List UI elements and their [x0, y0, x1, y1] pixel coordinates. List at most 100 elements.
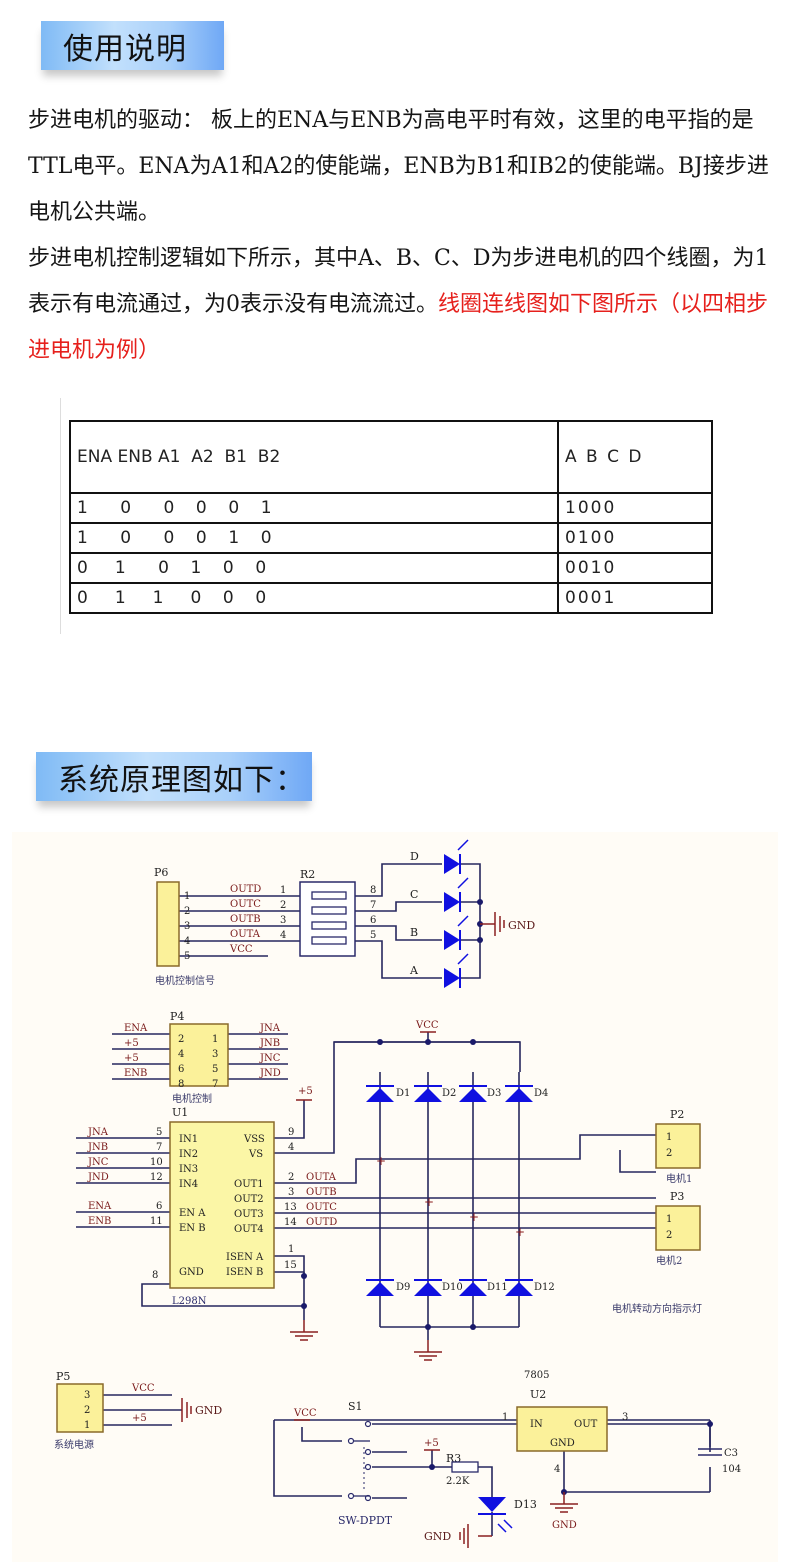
- svg-text:+: +: [515, 1225, 525, 1239]
- p4-connector: [169, 1023, 229, 1087]
- led-label: A: [409, 964, 419, 977]
- diode-d1: [365, 1085, 395, 1103]
- diode-d10: [413, 1279, 443, 1297]
- table-header-row: ENA ENB A1 A2 B1 B2 A B C D: [69, 420, 713, 494]
- p6-caption: 电机控制信号: [155, 974, 215, 987]
- net-label: +5: [132, 1413, 147, 1424]
- pin-label: 1: [84, 1420, 90, 1431]
- net-label: ENB: [88, 1216, 111, 1227]
- p2-ref: P2: [670, 1108, 684, 1121]
- pin-label: 9: [288, 1127, 294, 1138]
- net-label: OUTB: [306, 1187, 337, 1198]
- u1-l298n-chip: [169, 1121, 275, 1289]
- led-a: [443, 967, 461, 989]
- pin-label: 7: [156, 1142, 162, 1153]
- p4-caption: 电机控制: [172, 1092, 212, 1105]
- r3-value: 2.2K: [446, 1476, 470, 1487]
- pin-name: GND: [179, 1267, 204, 1278]
- row-outputs: 0010: [557, 552, 713, 584]
- pin-label: 2: [666, 1230, 672, 1241]
- pin-label: 2: [84, 1405, 90, 1416]
- pin-label: 6: [156, 1201, 162, 1212]
- pin-label: 1: [184, 891, 190, 902]
- diode-label: D1: [396, 1088, 410, 1099]
- net-label: JNA: [259, 1023, 281, 1034]
- section-title-instructions: 使用说明: [41, 21, 224, 70]
- diode-label: D3: [487, 1088, 501, 1099]
- pin-name: OUT4: [234, 1224, 264, 1235]
- svg-text:+: +: [424, 1195, 434, 1209]
- row-outputs: 1000: [557, 492, 713, 524]
- net-label: OUTA: [306, 1172, 337, 1183]
- diode-d9: [365, 1279, 395, 1297]
- gnd-label: GND: [508, 919, 535, 932]
- net-label: +5: [124, 1038, 139, 1049]
- s1-ref: S1: [348, 1400, 363, 1413]
- pin-name: ISEN B: [226, 1267, 263, 1278]
- control-logic-paragraph: 步进电机控制逻辑如下所示，其中A、B、C、D为步进电机的四个线圈，为1表示有电流…: [28, 236, 783, 374]
- svg-text:+: +: [376, 1154, 386, 1168]
- u2-part: 7805: [524, 1370, 549, 1381]
- net-label: +5: [124, 1053, 139, 1064]
- s1-part: SW-DPDT: [338, 1514, 393, 1527]
- pin-label: 3: [212, 1049, 218, 1060]
- gnd-label: GND: [552, 1520, 577, 1531]
- pin-label: 2: [178, 1034, 184, 1045]
- svg-text:+: +: [469, 1210, 479, 1224]
- p3-caption: 电机2: [656, 1254, 682, 1267]
- pin-label: 15: [284, 1260, 297, 1271]
- pin-label: 2: [184, 906, 190, 917]
- net-label: JNC: [259, 1053, 281, 1064]
- header-inputs: ENA ENB A1 A2 B1 B2: [69, 420, 559, 494]
- net-label: VCC: [131, 1383, 155, 1394]
- p5-caption: 系统电源: [54, 1438, 94, 1451]
- row-inputs: 1 0 0 0 0 1: [69, 492, 559, 524]
- diode-label: D10: [442, 1282, 463, 1293]
- row-outputs: 0001: [557, 582, 713, 614]
- pin-name: IN2: [179, 1149, 198, 1160]
- pin-label: 7: [370, 900, 376, 911]
- pin-name: OUT2: [234, 1194, 264, 1205]
- pin-name: VS: [248, 1149, 263, 1160]
- net-label: JNA: [87, 1127, 109, 1138]
- p3-motor2-connector: [655, 1205, 701, 1251]
- r2-ref: R2: [300, 868, 315, 881]
- p5-power-connector: [56, 1383, 104, 1433]
- led-d13: [478, 1497, 506, 1515]
- led-label: C: [410, 888, 418, 901]
- pin-label: 8: [152, 1270, 158, 1281]
- net-label: OUTD: [230, 884, 261, 895]
- pin-label: 8: [178, 1079, 184, 1090]
- pin-label: 2: [280, 900, 286, 911]
- pin-label: 1: [666, 1132, 672, 1143]
- pin-label: 4: [288, 1142, 294, 1153]
- pin-label: 3: [622, 1412, 628, 1423]
- row-outputs: 0100: [557, 522, 713, 554]
- pin-name: IN4: [179, 1179, 198, 1190]
- u1-ref: U1: [172, 1106, 188, 1119]
- c3-ref: C3: [724, 1448, 738, 1459]
- pin-label: 2: [666, 1148, 672, 1159]
- pin-label: 3: [288, 1187, 294, 1198]
- diode-d2: [413, 1085, 443, 1103]
- c3-value: 104: [722, 1464, 741, 1475]
- net-label: +5: [298, 1086, 313, 1097]
- pin-label: 4: [178, 1049, 184, 1060]
- pin-label: 14: [284, 1217, 297, 1228]
- pin-label: 4: [554, 1464, 560, 1475]
- diode-d3: [458, 1085, 488, 1103]
- net-label: ENB: [124, 1068, 147, 1079]
- pin-name: OUT1: [234, 1179, 264, 1190]
- section-title-text: 系统原理图如下：: [58, 762, 306, 798]
- gnd-label: GND: [424, 1530, 451, 1543]
- pin-label: 1: [288, 1244, 294, 1255]
- pin-label: 4: [280, 930, 286, 941]
- section-title-schematic: 系统原理图如下：: [36, 752, 312, 801]
- net-label: JND: [259, 1068, 281, 1079]
- net-label: VCC: [229, 944, 253, 955]
